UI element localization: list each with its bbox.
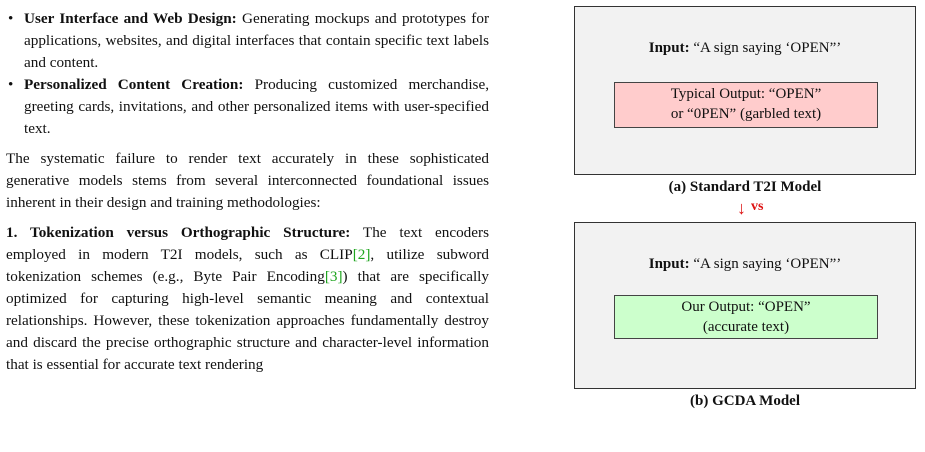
input-prompt: “A sign saying ‘OPEN”’ xyxy=(693,40,842,56)
input-line: Input: “A sign saying ‘OPEN”’ xyxy=(575,255,915,273)
tokenization-section: 1. Tokenization versus Orthographic Stru… xyxy=(6,222,489,376)
intro-paragraph: The systematic failure to render text ac… xyxy=(6,150,489,211)
section-heading: 1. Tokenization versus Orthographic Stru… xyxy=(6,224,351,241)
vs-separator: ↓ vs xyxy=(574,196,916,222)
down-arrow-icon: ↓ xyxy=(737,198,746,218)
output-line: Typical Output: “OPEN” xyxy=(670,86,822,102)
section-text-1: The text encoders employed in modern T2I… xyxy=(6,224,489,263)
bullet-text: Generating mockups and prototypes for ap… xyxy=(24,10,490,71)
application-bullet-list: • User Interface and Web Design: Generat… xyxy=(6,8,489,140)
output-line: (accurate text) xyxy=(702,319,790,335)
comparison-figure: Input: “A sign saying ‘OPEN”’ Typical Ou… xyxy=(574,6,918,410)
list-item: • Personalized Content Creation: Produci… xyxy=(6,74,489,140)
section-text-2: , utilize subword tokenization schemes (… xyxy=(6,246,489,285)
section-text-3: ) that are specifically optimized for ca… xyxy=(6,268,489,373)
citation-link-bpe[interactable]: [3] xyxy=(324,268,343,285)
input-prompt: “A sign saying ‘OPEN”’ xyxy=(693,256,842,272)
bullet-term: Personalized Content Creation: xyxy=(24,76,244,93)
body-text-column: • User Interface and Web Design: Generat… xyxy=(6,8,489,376)
output-line: Our Output: “OPEN” xyxy=(681,299,811,315)
panel-caption-b: (b) GCDA Model xyxy=(690,393,800,409)
our-output-box: Our Output: “OPEN” (accurate text) xyxy=(614,295,878,339)
typical-output-box: Typical Output: “OPEN” or “0PEN” (garble… xyxy=(614,82,878,128)
bullet-text: Producing customized merchandise, greeti… xyxy=(24,76,489,137)
output-line: or “0PEN” (garbled text) xyxy=(670,106,822,122)
bullet-icon: • xyxy=(8,76,14,93)
input-line: Input: “A sign saying ‘OPEN”’ xyxy=(575,39,915,57)
panel-caption-a: (a) Standard T2I Model xyxy=(668,179,822,195)
bullet-icon: • xyxy=(8,10,14,27)
bullet-term: User Interface and Web Design: xyxy=(24,10,237,27)
input-label: Input: xyxy=(648,40,690,56)
standard-model-panel: Input: “A sign saying ‘OPEN”’ Typical Ou… xyxy=(574,6,916,175)
list-item: • User Interface and Web Design: Generat… xyxy=(6,8,489,74)
vs-label: vs xyxy=(751,199,764,214)
gcda-model-panel: Input: “A sign saying ‘OPEN”’ Our Output… xyxy=(574,222,916,389)
citation-link-clip[interactable]: [2] xyxy=(352,246,371,263)
input-label: Input: xyxy=(648,256,690,272)
